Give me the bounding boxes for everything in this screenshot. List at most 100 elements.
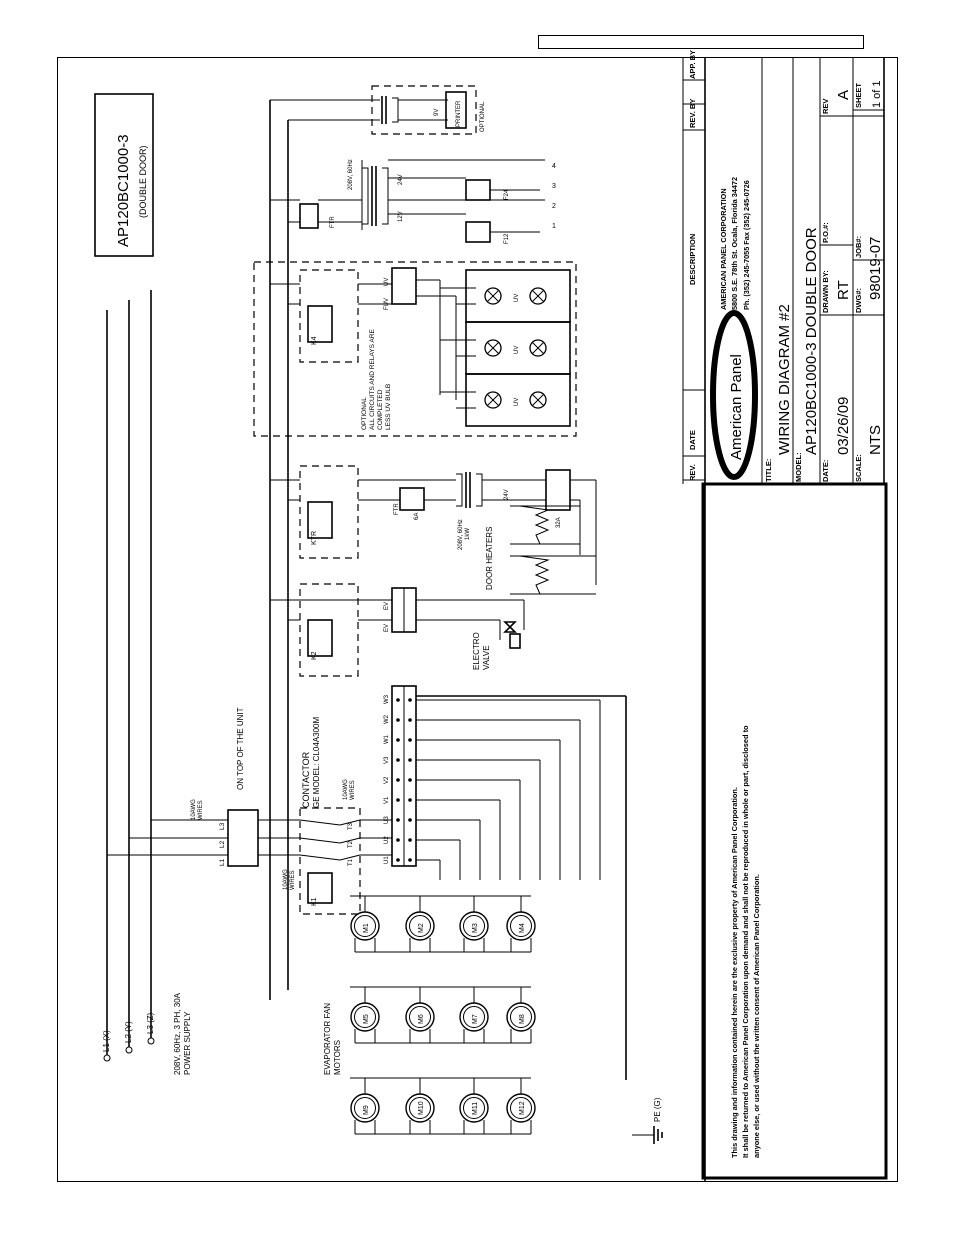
drawing-sheet xyxy=(57,57,898,1182)
fuv-label: FUV xyxy=(384,298,390,310)
drawn-by-value: RT xyxy=(835,280,852,300)
motor-label: M11 xyxy=(472,1102,479,1115)
tb-terminal-label: U2 xyxy=(384,836,390,844)
motor-icon: M12 xyxy=(506,1093,536,1123)
motor-label: M7 xyxy=(472,1014,479,1024)
motor-label: M2 xyxy=(418,923,425,933)
title-label: TITLE: xyxy=(764,459,773,482)
printer-optional-label: OPTIONAL xyxy=(480,101,486,132)
wire-gauge-a2: WIRES xyxy=(290,870,296,890)
main-terminal-block xyxy=(227,809,259,867)
dwg-value: 98019-07 xyxy=(867,237,884,300)
heater-xfmr-power: 1kW xyxy=(465,528,471,540)
motor-icon: M6 xyxy=(405,1002,435,1032)
motor-label: M4 xyxy=(519,923,526,933)
f24-label: F24 xyxy=(504,189,510,200)
uv-lamp-label: UV xyxy=(514,346,520,354)
heater-transformer-icon xyxy=(456,472,483,508)
heater-fuse-block xyxy=(545,469,571,511)
job-label: JOB#: xyxy=(854,236,863,258)
ev-term-label-2: EV xyxy=(384,602,390,610)
k1-label: K1 xyxy=(311,897,318,906)
model-label: MODEL: xyxy=(794,452,803,482)
pe-label: PE (G) xyxy=(653,1097,662,1122)
sheet-label: SHEET xyxy=(854,83,863,108)
motor-icon: M8 xyxy=(506,1002,536,1032)
model-box-subtitle: (DOUBLE DOOR) xyxy=(138,145,148,218)
po-label: P.O.#: xyxy=(821,222,830,243)
door-heaters-label: DOOR HEATERS xyxy=(485,527,494,590)
motor-icon: M3 xyxy=(459,911,489,941)
ground-icon xyxy=(653,1126,663,1144)
motor-label: M6 xyxy=(418,1014,425,1024)
title-value: WIRING DIAGRAM #2 xyxy=(776,304,793,455)
wire-gauge-a: 10AWG xyxy=(283,869,289,890)
ktr-label: KTR xyxy=(311,531,318,545)
description-header: DESCRIPTION xyxy=(688,234,697,285)
heater-resistor-icon xyxy=(510,505,580,545)
power-supply: L1 (X) L2 (Y) L3 (Z) 208V, 60Hz, 3 PH, 3… xyxy=(102,290,663,1144)
rev-value: A xyxy=(835,90,852,100)
rev-label: REV xyxy=(821,99,830,114)
wire-gauge-b: 10AWG xyxy=(343,779,349,800)
title-block: REV. DATE DESCRIPTION REV. BY APP. BY Am… xyxy=(682,50,888,1182)
valve-label-1: ELECTRO xyxy=(472,632,481,670)
company-name: AMERICAN PANEL CORPORATION xyxy=(719,188,728,310)
rev-by-header: REV. BY xyxy=(688,99,697,128)
motor-label: M9 xyxy=(363,1105,370,1115)
motor-label: M5 xyxy=(363,1014,370,1024)
uv-note-1: OPTIONAL xyxy=(361,397,368,430)
heater-xfmr-rating: 208V, 60Hz xyxy=(458,519,464,550)
scale-value: NTS xyxy=(867,425,884,455)
supply-rating: 208V, 60Hz, 3 PH, 30A xyxy=(173,992,182,1075)
motor-icon: M1 xyxy=(350,911,380,941)
model-value: AP120BC1000-3 DOUBLE DOOR xyxy=(803,227,820,455)
uv-lamp-icon: UV xyxy=(465,373,571,427)
motor-icon: M9 xyxy=(350,1093,380,1123)
tb-terminal-label: W2 xyxy=(384,714,390,724)
term-t2: T2 xyxy=(348,840,354,848)
wire-gauge-c: 10AWG xyxy=(191,799,197,820)
control-24v-label: 24V xyxy=(398,174,404,185)
uv-lamp-icon: UV xyxy=(465,321,571,375)
motor-icon: M11 xyxy=(459,1093,489,1123)
output-4: 4 xyxy=(552,163,556,170)
uv-note-2: ALL CIRCUITS AND RELAYS ARE xyxy=(369,329,376,430)
tb-terminal-label: W3 xyxy=(384,694,390,704)
drawn-by-label: DRAWN BY: xyxy=(821,270,830,313)
motor-icon: M7 xyxy=(459,1002,489,1032)
uv-term-label: UV xyxy=(384,278,390,286)
motor-label: M1 xyxy=(363,923,370,933)
ev-term-label: EV xyxy=(384,624,390,632)
k1-coil xyxy=(307,872,333,904)
f24-fuse xyxy=(465,179,491,201)
output-3: 3 xyxy=(552,183,556,190)
disclaimer-line-2: It shall be returned to American Panel C… xyxy=(741,725,750,1158)
uv-lamp-icon: UV xyxy=(465,269,571,323)
f12-label: F12 xyxy=(504,233,510,244)
motor-icon: M5 xyxy=(350,1002,380,1032)
valve-section: K2 EV EV ELECTRO VALVE xyxy=(269,100,525,1000)
fuse-32a-label: 32A xyxy=(556,517,562,528)
sheet-value: 1 of 1 xyxy=(871,80,883,108)
company-address: 5800 S.E. 78th St. Ocala, Florida 34472 xyxy=(730,177,739,310)
motor-label: M12 xyxy=(519,1101,526,1115)
fan-label-1: EVAPORATOR FAN xyxy=(323,1003,332,1075)
ktr-coil xyxy=(307,501,333,539)
tb-terminal-label: U3 xyxy=(384,816,390,824)
date-header: DATE xyxy=(688,430,697,450)
tb-terminal-label: V1 xyxy=(384,796,390,804)
printer-label: PRINTER xyxy=(456,100,462,127)
heater-section: KTR FTR 6A 208V, 60Hz 1kW 24V 32A DOOR H… xyxy=(270,465,597,595)
k4-coil xyxy=(307,305,333,343)
ftr-fuse xyxy=(399,487,425,511)
term-l3: L3 xyxy=(219,822,226,830)
ftr-control-fuse xyxy=(299,203,319,229)
uv-lamp-label: UV xyxy=(514,398,520,406)
l3-label: L3 (Z) xyxy=(146,1012,155,1034)
printer-box xyxy=(445,91,467,129)
motor-icon: M10 xyxy=(405,1093,435,1123)
control-transformer-icon xyxy=(362,166,389,226)
